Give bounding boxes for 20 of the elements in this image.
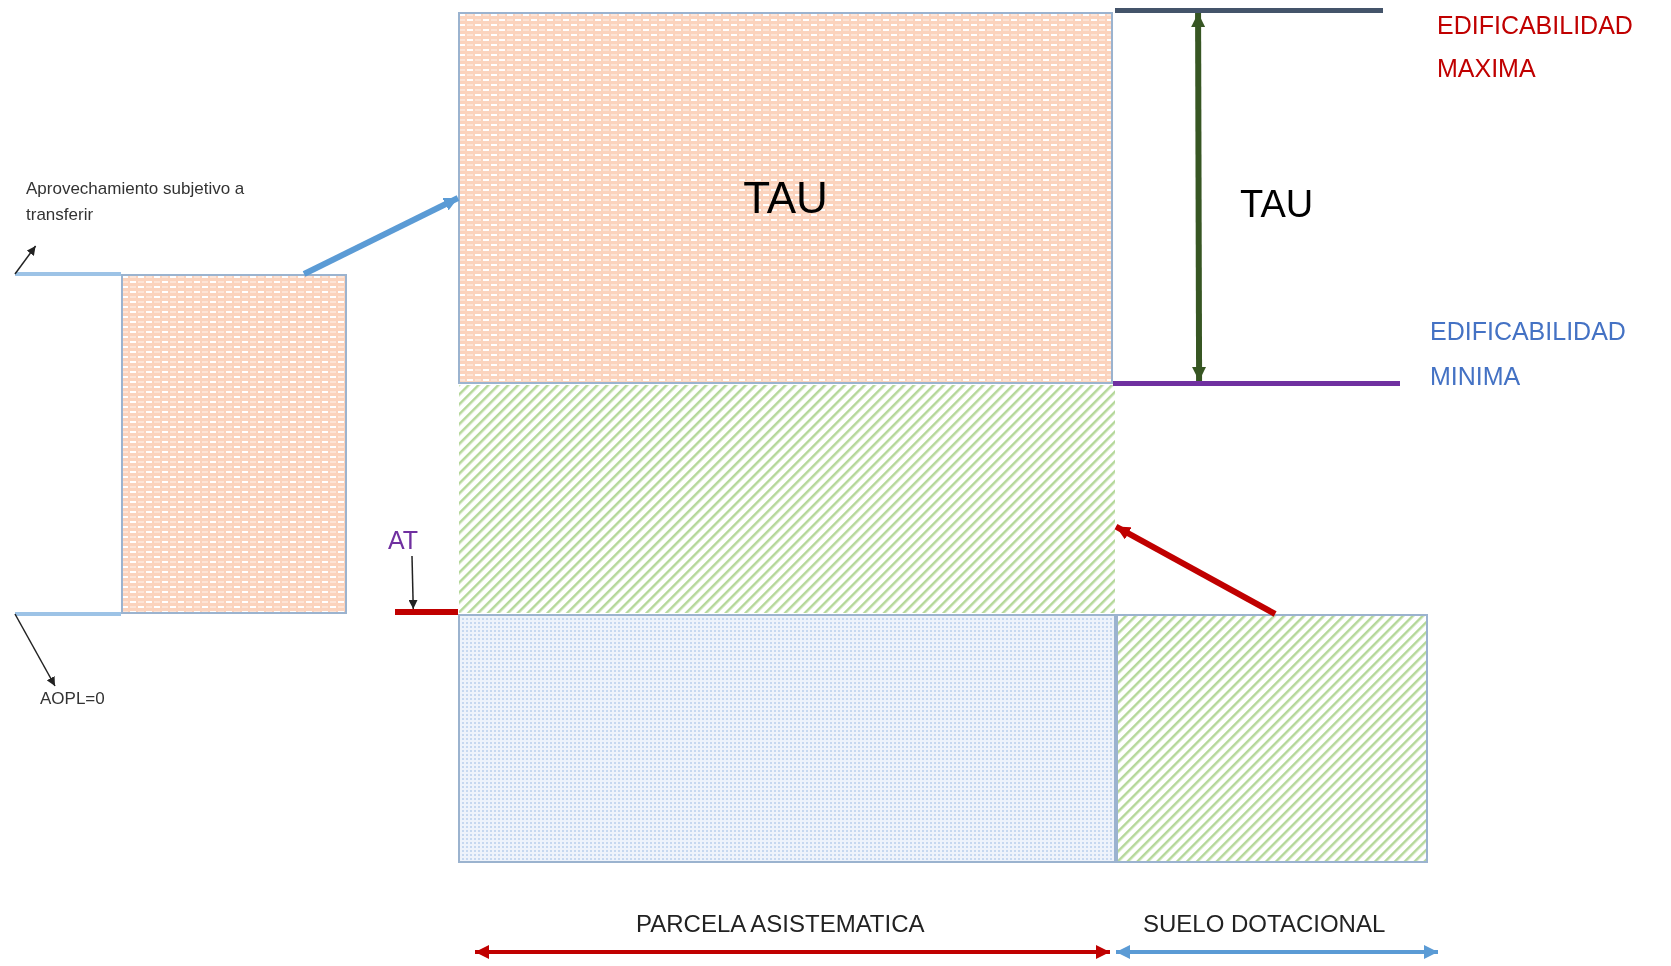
brick-hatched-block [121, 274, 347, 614]
block-label: TAU [743, 172, 828, 224]
dotted-hatched-block [458, 614, 1116, 863]
label-text: TAU [1240, 182, 1314, 227]
label-text: EDIFICABILIDAD MAXIMA [1437, 10, 1634, 84]
annotation-text: AT [388, 522, 436, 556]
annotation-text: AOPL=0 [40, 686, 140, 716]
label-text: EDIFICABILIDAD MINIMA [1430, 316, 1627, 392]
brick-hatched-block [458, 12, 1113, 384]
arrow [408, 555, 418, 610]
arrow [14, 613, 56, 687]
arrow [1191, 13, 1207, 381]
arrow [1114, 523, 1277, 617]
label-text: SUELO DOTACIONAL [1143, 909, 1386, 939]
arrow [302, 195, 460, 277]
diagonal-hatched-block [1116, 614, 1428, 863]
annotation-text: Aprovechamiento subjetivo a transferir [26, 176, 266, 246]
arrow [14, 245, 37, 275]
diagonal-hatched-block [458, 384, 1116, 614]
label-text: PARCELA ASISTEMATICA [636, 909, 925, 939]
